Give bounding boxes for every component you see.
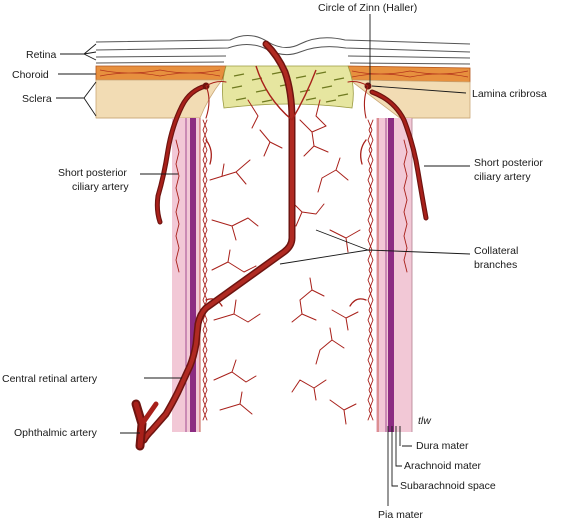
label-retina: Retina	[26, 49, 57, 61]
intraneural-branches	[209, 99, 361, 425]
collateral-branches	[205, 139, 367, 307]
short-posterior-ciliary-left	[154, 82, 210, 225]
label-lamina-cribrosa: Lamina cribrosa	[472, 88, 547, 100]
ophthalmic-artery	[131, 399, 159, 451]
label-short-posterior-left-line2: ciliary artery	[72, 181, 129, 193]
label-subarachnoid-space: Subarachnoid space	[400, 480, 496, 492]
label-short-posterior-right-line2: ciliary artery	[474, 171, 531, 183]
label-circle-of-zinn: Circle of Zinn (Haller)	[318, 2, 417, 14]
circle-of-zinn-vessels	[205, 80, 369, 119]
label-central-retinal-artery: Central retinal artery	[2, 373, 98, 385]
label-ophthalmic-artery: Ophthalmic artery	[14, 427, 98, 439]
retina-layer	[95, 35, 471, 65]
artist-signature: tlw	[418, 415, 432, 427]
sclera-layer	[95, 79, 471, 119]
label-sclera: Sclera	[22, 93, 52, 105]
leader-lines	[56, 14, 471, 506]
label-pia-mater: Pia mater	[378, 509, 423, 521]
right-sheath	[376, 118, 413, 432]
pial-plexus	[175, 119, 408, 421]
label-short-posterior-left-line1: Short posterior	[58, 167, 127, 179]
label-choroid: Choroid	[12, 69, 49, 81]
label-dura-mater: Dura mater	[416, 440, 469, 452]
label-short-posterior-right-line1: Short posterior	[474, 157, 543, 169]
label-collateral-line1: Collateral	[474, 245, 518, 257]
short-posterior-ciliary-right	[364, 82, 429, 221]
label-arachnoid-mater: Arachnoid mater	[404, 460, 482, 472]
label-collateral-line2: branches	[474, 259, 517, 271]
labels: Retina Choroid Sclera Circle of Zinn (Ha…	[2, 2, 547, 521]
central-retinal-artery	[140, 40, 317, 444]
